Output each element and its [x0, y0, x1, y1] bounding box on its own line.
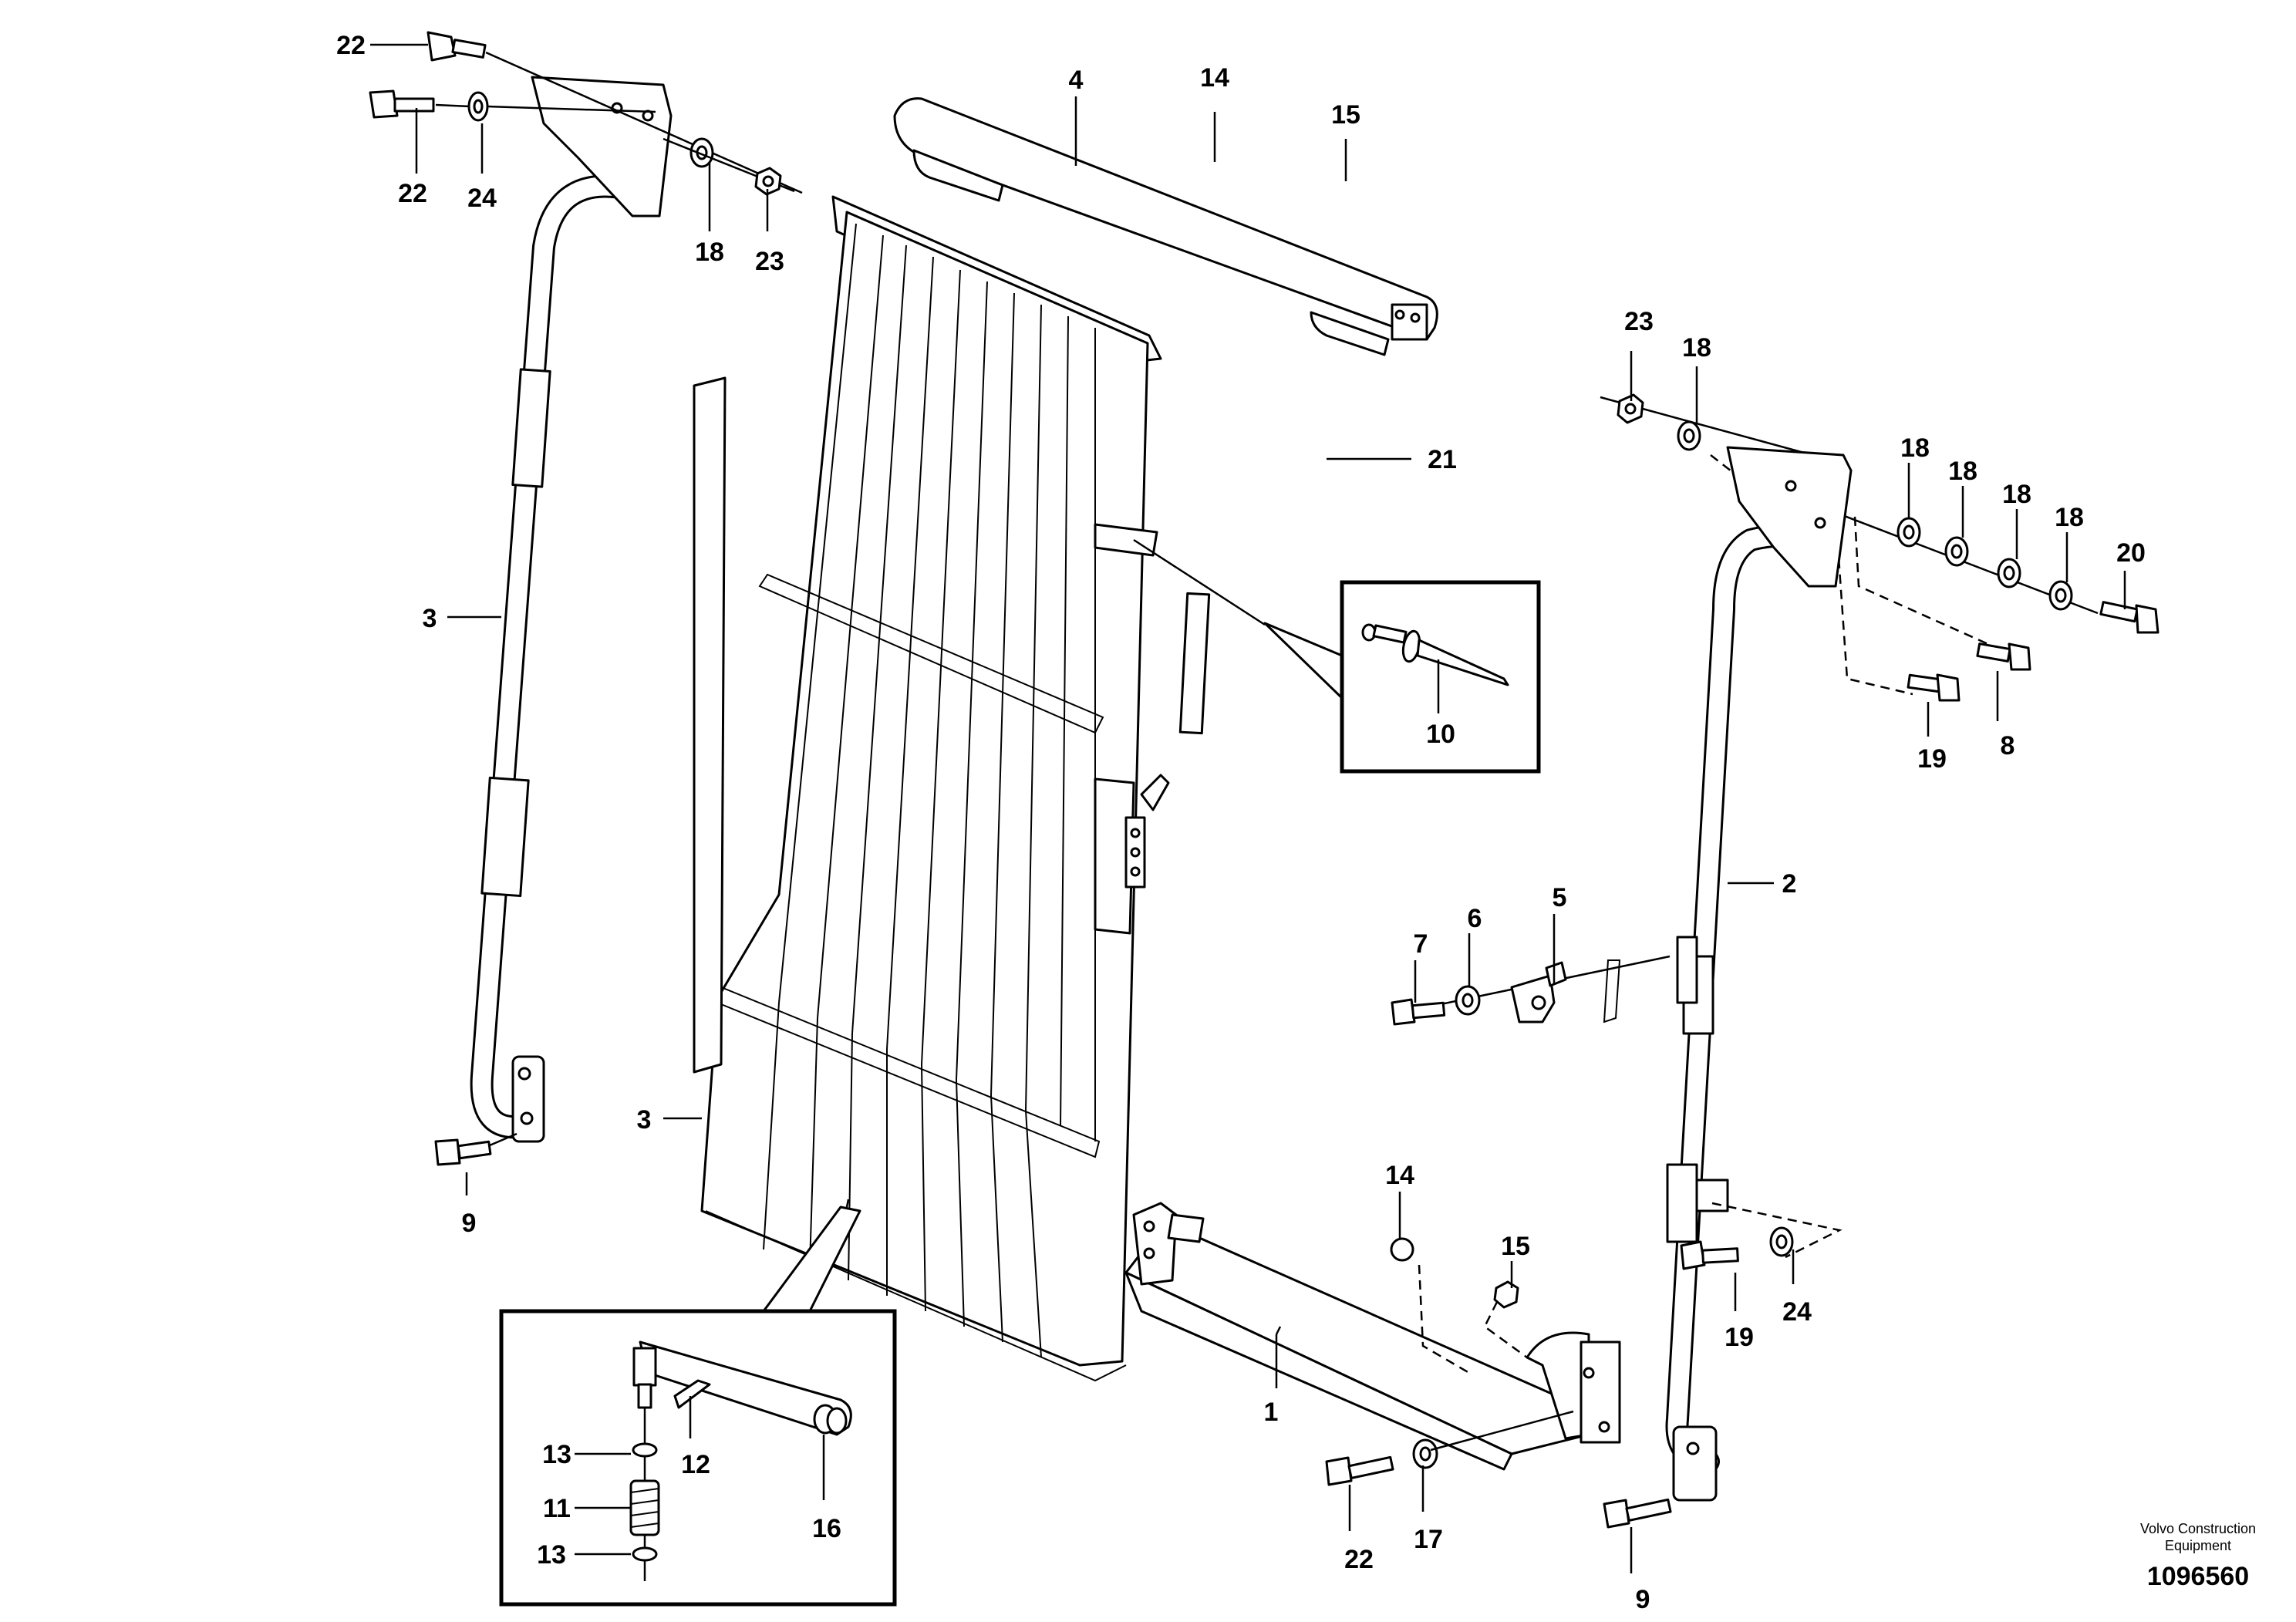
- leader-lines: [370, 43, 2126, 1573]
- callout-24-top: 24: [467, 184, 497, 213]
- callout-20: 20: [2116, 538, 2146, 568]
- callout-22-second: 22: [398, 179, 427, 208]
- callout-18-right-c: 18: [1948, 457, 1977, 486]
- rivet-part-10-link: [1133, 538, 1344, 735]
- callout-7: 7: [1414, 929, 1428, 959]
- callout-12: 12: [681, 1450, 710, 1479]
- callout-18-right-e: 18: [2055, 503, 2084, 532]
- spring-part-11: [629, 1479, 660, 1536]
- credit-block: Volvo Construction Equipment 1096560: [2140, 1521, 2256, 1591]
- callout-3-left-rod: 3: [423, 604, 437, 633]
- callout-4: 4: [1069, 66, 1084, 95]
- callout-8: 8: [2001, 731, 2015, 760]
- nut-23-top: [754, 167, 782, 196]
- rivet-icon: [1361, 623, 1509, 686]
- callout-9-right: 9: [1636, 1585, 1650, 1614]
- left-rod-part-3: [470, 174, 640, 1143]
- credit-line-1: Volvo Construction: [2140, 1521, 2256, 1536]
- bolt-22-second: [369, 89, 471, 119]
- callout-18-right-d: 18: [2002, 480, 2031, 509]
- callout-17: 17: [1414, 1525, 1443, 1554]
- callout-19-upper: 19: [1917, 744, 1947, 774]
- callout-13-lower: 13: [537, 1540, 566, 1570]
- grille-slats: [763, 223, 1096, 1358]
- callout-22-top: 22: [336, 31, 366, 60]
- callout-24-lower: 24: [1782, 1297, 1812, 1327]
- callout-1: 1: [1264, 1398, 1279, 1427]
- callout-19-lower: 19: [1725, 1323, 1754, 1352]
- callout-10: 10: [1426, 720, 1455, 749]
- grille-door-part-3: [693, 195, 1170, 1382]
- callout-13-upper: 13: [542, 1440, 571, 1469]
- callout-14-lower: 14: [1385, 1161, 1414, 1190]
- callout-14-top: 14: [1200, 63, 1229, 93]
- callout-15-top: 15: [1331, 100, 1360, 130]
- callout-15-lower: 15: [1501, 1232, 1530, 1261]
- washer-24-top: [467, 91, 656, 122]
- detail-box-lock-assembly: [499, 1199, 897, 1607]
- callout-5: 5: [1553, 883, 1567, 912]
- callout-21: 21: [1428, 445, 1457, 474]
- callout-23-right: 23: [1624, 307, 1654, 336]
- callout-2: 2: [1782, 869, 1797, 899]
- right-rod-part-2: [1665, 524, 1809, 1502]
- washer-18-top: [663, 137, 795, 193]
- callout-labels: 22 22 24 18 23 4 14 15 21 23 18 18 18 18…: [336, 31, 2146, 1614]
- callout-18-top: 18: [695, 238, 724, 267]
- callout-23-top: 23: [755, 247, 784, 276]
- document-number: 1096560: [2147, 1562, 2249, 1591]
- bolt-9-left: [434, 1132, 518, 1166]
- callout-9-left: 9: [462, 1209, 477, 1238]
- callout-22-lower: 22: [1344, 1545, 1374, 1574]
- right-top-fasteners: [1600, 393, 2159, 702]
- callout-11: 11: [543, 1494, 571, 1523]
- bottom-bar-part-1: [1124, 1202, 1621, 1486]
- credit-line-2: Equipment: [2165, 1538, 2231, 1553]
- bolt-22-top: [426, 31, 803, 194]
- right-lower-fasteners: [1603, 1202, 1843, 1529]
- callout-18-right-a: 18: [1682, 333, 1711, 363]
- callout-18-right-b: 18: [1900, 433, 1930, 463]
- top-cover-part-4: [893, 97, 1438, 356]
- callout-6: 6: [1468, 904, 1482, 933]
- right-top-bracket: [1726, 446, 1853, 588]
- latch-parts: [1391, 955, 1671, 1026]
- callout-3-grille: 3: [637, 1105, 652, 1135]
- callout-16: 16: [812, 1514, 841, 1543]
- detail-box-part-10: [1340, 580, 1541, 774]
